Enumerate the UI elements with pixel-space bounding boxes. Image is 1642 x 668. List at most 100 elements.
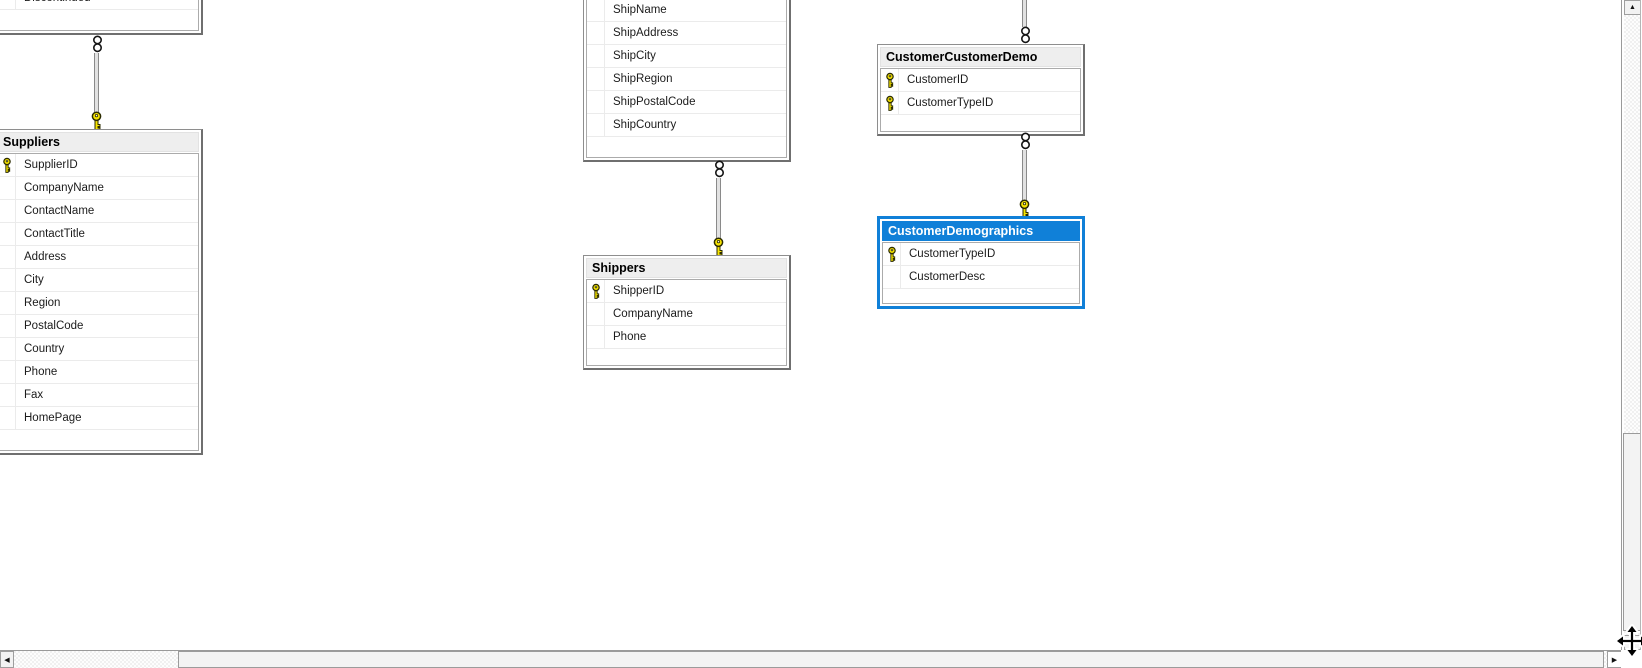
scroll-up-icon: ▲ (1629, 4, 1636, 11)
table-empty-area (587, 349, 786, 365)
field-name: ShipCity (613, 50, 656, 62)
key-column-cell (587, 0, 605, 21)
field-name: HomePage (24, 412, 82, 424)
field-name: CompanyName (24, 182, 104, 194)
field-row[interactable]: CompanyName (0, 177, 198, 200)
primary-key-icon (883, 243, 901, 265)
field-row[interactable]: CustomerTypeID (881, 92, 1080, 115)
relationship-line[interactable] (94, 53, 99, 113)
field-row[interactable]: ShipRegion (587, 68, 786, 91)
infinity-icon (1019, 26, 1032, 45)
table-title-bar[interactable]: Suppliers (0, 132, 199, 152)
key-column-cell (0, 200, 16, 222)
diagram-canvas[interactable]: Discontinued Suppliers SupplierID Company… (0, 0, 1622, 651)
infinity-icon (1019, 132, 1032, 151)
field-name: Phone (613, 331, 647, 343)
relationship-line[interactable] (1022, 150, 1027, 202)
key-column-cell (587, 91, 605, 113)
scroll-up-button[interactable]: ▲ (1624, 0, 1641, 15)
field-name: ShipCountry (613, 119, 677, 131)
table-customer-demographics[interactable]: CustomerDemographics CustomerTypeID Custo… (877, 216, 1085, 309)
move-cursor-icon (1615, 624, 1642, 663)
field-row[interactable]: ShipperID (587, 280, 786, 303)
key-column-cell (587, 68, 605, 90)
primary-key-icon (881, 92, 899, 114)
key-column-cell (0, 384, 16, 406)
field-name: CustomerID (907, 74, 969, 86)
field-row[interactable]: HomePage (0, 407, 198, 430)
field-row[interactable]: Phone (587, 326, 786, 349)
field-name: Phone (24, 366, 58, 378)
relationship-line[interactable] (1022, 0, 1027, 27)
field-name: CompanyName (613, 308, 693, 320)
field-row[interactable]: ShipPostalCode (587, 91, 786, 114)
field-name: Region (24, 297, 61, 309)
field-row[interactable]: PostalCode (0, 315, 198, 338)
field-name: ShipperID (613, 285, 665, 297)
field-row[interactable]: Country (0, 338, 198, 361)
table-empty-area (0, 430, 198, 450)
field-name: ShipName (613, 4, 667, 16)
field-row[interactable]: ShipName (587, 0, 786, 22)
field-row[interactable]: Phone (0, 361, 198, 384)
key-column-cell (0, 315, 16, 337)
field-row[interactable]: ShipCity (587, 45, 786, 68)
field-name: CustomerTypeID (909, 248, 996, 260)
table-title-bar[interactable]: CustomerDemographics (882, 221, 1080, 241)
table-title: Shippers (592, 261, 646, 275)
key-column-cell (0, 407, 16, 429)
field-row[interactable]: SupplierID (0, 154, 198, 177)
key-column-cell (587, 45, 605, 67)
table-title-bar[interactable]: CustomerCustomerDemo (880, 47, 1081, 67)
horizontal-scroll-thumb[interactable] (178, 651, 1604, 668)
field-row[interactable]: ContactTitle (0, 223, 198, 246)
field-row[interactable]: Fax (0, 384, 198, 407)
field-row[interactable]: Discontinued (0, 0, 198, 10)
key-column-cell (0, 223, 16, 245)
table-empty-area (881, 115, 1080, 131)
field-row[interactable]: Address (0, 246, 198, 269)
key-column-cell (883, 266, 901, 288)
key-column-cell (0, 361, 16, 383)
scroll-left-icon: ◀ (4, 656, 10, 664)
key-column-cell (0, 177, 16, 199)
infinity-icon (713, 160, 726, 179)
scroll-left-button[interactable]: ◀ (0, 651, 14, 668)
field-name: ContactTitle (24, 228, 85, 240)
table-customer-customer-demo[interactable]: CustomerCustomerDemo CustomerID CustomerT… (877, 44, 1085, 136)
key-column-cell (0, 246, 16, 268)
field-row[interactable]: Region (0, 292, 198, 315)
primary-key-icon (881, 69, 899, 91)
field-row[interactable]: City (0, 269, 198, 292)
field-name: City (24, 274, 44, 286)
field-name: Country (24, 343, 65, 355)
partial-table-top-left[interactable]: Discontinued (0, 0, 203, 35)
key-column-cell (587, 326, 605, 348)
table-title: Suppliers (3, 135, 60, 149)
field-row[interactable]: ShipCountry (587, 114, 786, 137)
field-row[interactable]: CustomerID (881, 69, 1080, 92)
key-column-cell (587, 303, 605, 325)
table-empty-area (883, 289, 1079, 303)
key-column-cell (587, 114, 605, 136)
vertical-scroll-thumb[interactable] (1623, 433, 1641, 631)
field-row[interactable]: ShipAddress (587, 22, 786, 45)
field-row[interactable]: CustomerTypeID (883, 243, 1079, 266)
field-name: SupplierID (24, 159, 78, 171)
field-name: CustomerDesc (909, 271, 986, 283)
horizontal-scrollbar[interactable]: ◀ ▶ (0, 651, 1622, 668)
field-row[interactable]: ContactName (0, 200, 198, 223)
field-row[interactable]: CompanyName (587, 303, 786, 326)
table-title-bar[interactable]: Shippers (586, 258, 787, 278)
primary-key-icon (587, 280, 605, 302)
vertical-scrollbar[interactable]: ▲ ▼ (1623, 0, 1641, 650)
table-empty-area (587, 137, 786, 157)
field-row[interactable]: CustomerDesc (883, 266, 1079, 289)
field-name: ShipAddress (613, 27, 679, 39)
key-column-cell (0, 292, 16, 314)
relationship-line[interactable] (716, 178, 721, 239)
table-title: CustomerDemographics (888, 224, 1034, 238)
